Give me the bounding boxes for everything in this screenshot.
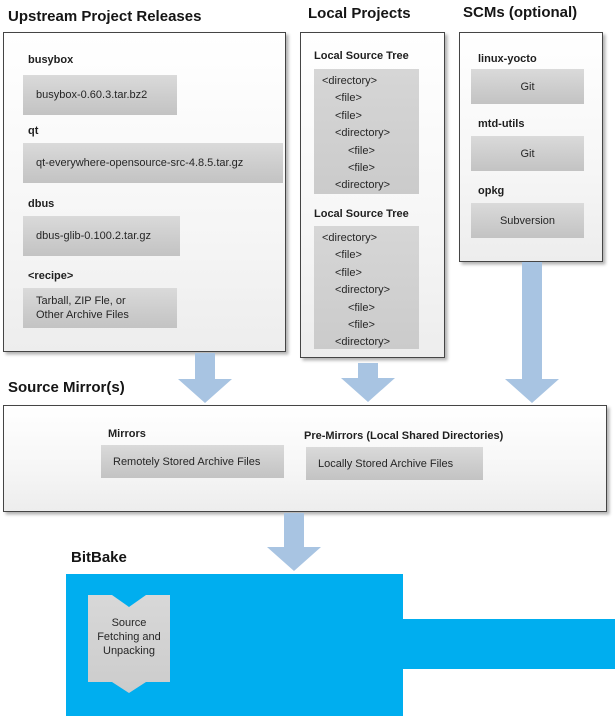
- local-source-tree-box: <directory> <file> <file> <directory> <f…: [314, 226, 419, 349]
- upstream-item-label: <recipe>: [28, 270, 74, 282]
- bitbake-title: BitBake: [71, 549, 127, 566]
- arrow-upstream-to-mirrors-icon: [178, 353, 232, 403]
- tree-line: <directory>: [335, 284, 391, 297]
- scm-tool-box: Git: [471, 69, 584, 104]
- local-source-tree-label: Local Source Tree: [314, 208, 409, 220]
- upstream-archive-box: dbus-glib-0.100.2.tar.gz: [23, 216, 180, 256]
- tree-line: <file>: [335, 266, 362, 279]
- tree-line: <directory>: [322, 232, 378, 244]
- local-source-tree-box: <directory> <file> <file> <directory> <f…: [314, 69, 419, 194]
- tree-line: <directory>: [335, 127, 391, 140]
- local-projects-title: Local Projects: [308, 5, 411, 22]
- tree-line: <file>: [335, 109, 362, 122]
- upstream-releases-panel: busybox busybox-0.60.3.tar.bz2 qt qt-eve…: [3, 32, 286, 352]
- local-source-tree-label: Local Source Tree: [314, 50, 409, 62]
- scm-item-label: mtd-utils: [478, 118, 525, 130]
- premirrors-box: Locally Stored Archive Files: [306, 447, 483, 480]
- scm-tool-box: Subversion: [471, 203, 584, 238]
- upstream-archive-box: busybox-0.60.3.tar.bz2: [23, 75, 177, 115]
- scm-tool-box: Git: [471, 136, 584, 171]
- upstream-item-label: qt: [28, 125, 39, 137]
- upstream-item-label: busybox: [28, 54, 74, 66]
- arrow-local-to-mirrors-icon: [341, 363, 395, 402]
- tree-line: <directory>: [335, 179, 391, 192]
- scms-panel: linux-yocto Git mtd-utils Git opkg Subve…: [459, 32, 603, 262]
- tree-line: <file>: [348, 301, 375, 314]
- source-fetching-ribbon: Source Fetching and Unpacking: [88, 595, 170, 693]
- tree-line: <file>: [348, 162, 375, 175]
- scms-title: SCMs (optional): [463, 4, 578, 21]
- upstream-archive-box: Tarball, ZIP Fle, or Other Archive Files: [23, 288, 177, 328]
- source-mirrors-title: Source Mirror(s): [8, 379, 125, 396]
- tree-line: <file>: [335, 92, 362, 105]
- upstream-item-label: dbus: [28, 198, 55, 210]
- arrow-mirrors-to-bitbake-icon: [267, 513, 321, 571]
- tree-line: <directory>: [335, 336, 391, 349]
- bitbake-pipeline-arm: [403, 619, 615, 669]
- scm-item-label: linux-yocto: [478, 53, 537, 65]
- arrow-scms-to-mirrors-icon: [505, 262, 559, 403]
- premirrors-label: Pre-Mirrors (Local Shared Directories): [304, 430, 504, 442]
- source-mirrors-panel: Mirrors Remotely Stored Archive Files Pr…: [3, 405, 607, 512]
- mirrors-box: Remotely Stored Archive Files: [101, 445, 284, 478]
- tree-line: <file>: [348, 319, 375, 332]
- tree-line: <file>: [335, 249, 362, 262]
- tree-line: <file>: [348, 144, 375, 157]
- tree-line: <directory>: [322, 75, 378, 87]
- upstream-archive-box: qt-everywhere-opensource-src-4.8.5.tar.g…: [23, 143, 283, 183]
- scm-item-label: opkg: [478, 185, 505, 197]
- upstream-releases-title: Upstream Project Releases: [8, 8, 202, 25]
- local-projects-panel: Local Source Tree <directory> <file> <fi…: [300, 32, 445, 358]
- mirrors-label: Mirrors: [108, 428, 146, 440]
